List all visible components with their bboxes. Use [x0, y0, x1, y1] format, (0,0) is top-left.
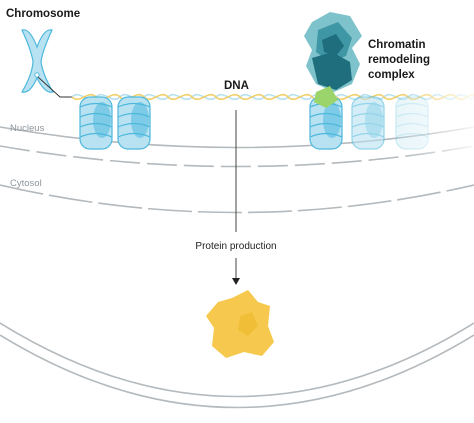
cytosol-label: Cytosol [10, 178, 42, 189]
remodeler-label-line2: remodeling [368, 54, 430, 66]
fade-overlay [400, 80, 474, 160]
nucleosome-right-2 [351, 96, 385, 150]
chromosome-icon [21, 29, 72, 98]
chromatin-remodeling-complex-icon [304, 12, 362, 108]
dna-label: DNA [224, 80, 249, 92]
protein-production-label: Protein production [195, 241, 276, 252]
nucleus-label: Nucleus [10, 123, 45, 134]
production-arrow [232, 110, 240, 285]
protein-icon [206, 290, 274, 358]
chromosome-label: Chromosome [6, 8, 80, 20]
cell-membrane [0, 184, 474, 409]
remodeler-label-line1: Chromatin [368, 39, 426, 51]
remodeler-label-line3: complex [368, 69, 415, 81]
nucleosome-left-2 [117, 96, 151, 150]
nucleosome-left-1 [79, 96, 113, 150]
